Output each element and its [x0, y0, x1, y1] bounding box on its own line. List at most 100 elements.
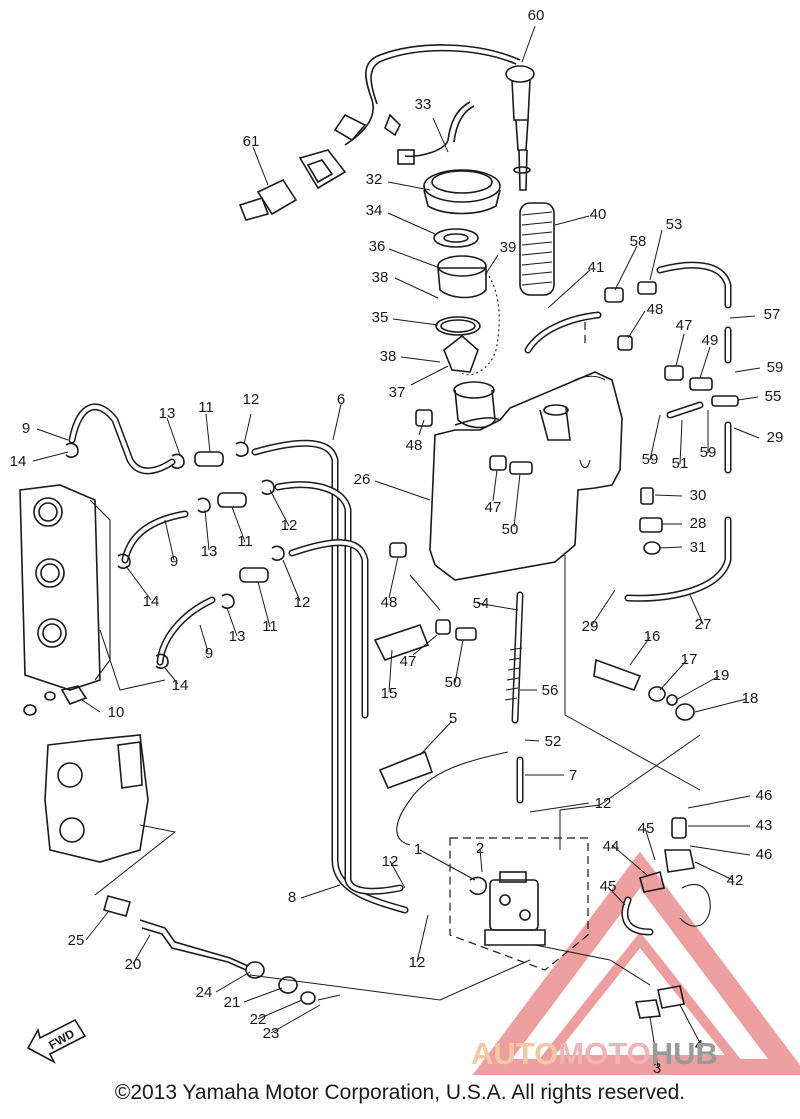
- callout-label: 11: [262, 618, 278, 635]
- watermark-part3: HUB: [650, 1036, 718, 1071]
- callout-label: 21: [224, 994, 241, 1011]
- callout-label: 42: [727, 872, 744, 889]
- callout-label: 7: [569, 767, 577, 784]
- callout-label: 50: [502, 521, 519, 538]
- tank-vent-hose: [524, 311, 602, 354]
- callout-label: 9: [22, 420, 30, 437]
- callout-label: 38: [380, 348, 397, 365]
- filler-neck-ring: [437, 255, 487, 299]
- callout-label: 18: [742, 690, 759, 707]
- callout-label: 47: [485, 499, 502, 516]
- callout-label: 12: [382, 853, 399, 870]
- callout-label: 14: [10, 453, 27, 470]
- callout-label: 61: [243, 133, 260, 150]
- callout-label: 47: [676, 317, 693, 334]
- callout-label: 17: [681, 651, 698, 668]
- callout-label: 9: [170, 553, 178, 570]
- callout-label: 59: [642, 451, 659, 468]
- callout-label: 12: [243, 391, 260, 408]
- exploded-parts-diagram: FWD: [10, 7, 800, 1075]
- callout-label: 29: [582, 618, 599, 635]
- cap-chain: [459, 271, 500, 376]
- callout-label: 38: [372, 269, 389, 286]
- callout-label: 24: [196, 984, 213, 1001]
- callout-label: 13: [229, 628, 246, 645]
- forward-arrow[interactable]: FWD: [26, 1018, 87, 1064]
- callout-label: 43: [756, 817, 773, 834]
- callout-label: 14: [143, 593, 160, 610]
- return-line: [396, 751, 509, 846]
- callout-label: 8: [288, 889, 296, 906]
- watermark-part2: MOTO: [558, 1036, 651, 1071]
- watermark-logo: [472, 851, 800, 1075]
- callout-label: 12: [294, 594, 311, 611]
- callout-label: 3: [653, 1060, 661, 1075]
- callout-label: 23: [263, 1025, 280, 1042]
- joint-fittings: [621, 817, 711, 936]
- callout-label: 20: [125, 956, 142, 973]
- watermark-text: AUTOMOTOHUB: [471, 1036, 718, 1072]
- assembly-lines: [94, 555, 701, 1001]
- sender-wiring-harness: [333, 44, 521, 165]
- callout-label: 27: [695, 616, 712, 633]
- callout-label: 11: [237, 533, 253, 550]
- inline-fuel-filters: [65, 441, 285, 669]
- intake-manifold: [19, 484, 111, 691]
- callout-label: 50: [445, 674, 462, 691]
- callout-label: 10: [108, 704, 125, 721]
- callout-label: 36: [369, 238, 386, 255]
- callout-label: 60: [528, 7, 545, 24]
- callout-label: 12: [281, 517, 298, 534]
- hose-clip: [60, 685, 88, 705]
- callout-label: 45: [600, 878, 617, 895]
- callout-label: 48: [647, 301, 664, 318]
- hose-holders: [373, 624, 434, 790]
- filler-o-ring-inner: [440, 319, 476, 333]
- callout-label: 48: [381, 594, 398, 611]
- callout-label: 53: [666, 216, 683, 233]
- callout-label: 22: [250, 1011, 267, 1028]
- callout-label: 30: [690, 487, 707, 504]
- cap-gasket-inner: [443, 233, 469, 243]
- callout-leaders: [32, 25, 761, 1068]
- hose-fittings-lower: [103, 895, 341, 1005]
- filler-o-ring: [435, 316, 481, 336]
- callout-label: 59: [700, 444, 717, 461]
- callout-label: 41: [588, 259, 605, 276]
- callout-label: 59: [767, 359, 784, 376]
- cap-gasket: [433, 228, 479, 248]
- fuel-pump-group-box: [449, 837, 589, 971]
- callout-label: 4: [695, 1037, 703, 1054]
- callout-label: 39: [500, 239, 517, 256]
- carb-fuel-hoses: [68, 403, 216, 666]
- float-sleeve: [519, 202, 555, 296]
- fuel-pump: [469, 871, 546, 946]
- callout-labels: 60 61 33 32 34 40 36 39 53 41 58 38 35 4…: [10, 7, 784, 1075]
- callout-label: 56: [542, 682, 559, 699]
- callout-label: 29: [767, 429, 784, 446]
- callout-label: 34: [366, 202, 383, 219]
- callout-label: 11: [198, 399, 214, 416]
- callout-label: 51: [672, 455, 689, 472]
- tank-fittings: [389, 281, 739, 641]
- callout-label: 9: [205, 645, 213, 662]
- callout-label: 46: [756, 846, 773, 863]
- callout-label: 12: [595, 795, 612, 812]
- chain-bracket: [443, 334, 479, 373]
- callout-label: 45: [638, 820, 655, 837]
- callout-label: 13: [159, 405, 176, 422]
- callout-label: 16: [644, 628, 661, 645]
- callout-label: 14: [172, 677, 189, 694]
- callout-label: 48: [406, 437, 423, 454]
- callout-label: 12: [409, 954, 426, 971]
- callout-label: 2: [476, 840, 484, 857]
- callout-label: 32: [366, 171, 383, 188]
- callout-label: 58: [630, 233, 647, 250]
- callout-label: 31: [690, 539, 707, 556]
- callout-label: 52: [545, 733, 562, 750]
- callout-label: 49: [702, 332, 719, 349]
- fuel-tank: [429, 371, 623, 581]
- callout-label: 19: [713, 667, 730, 684]
- callout-label: 26: [354, 471, 371, 488]
